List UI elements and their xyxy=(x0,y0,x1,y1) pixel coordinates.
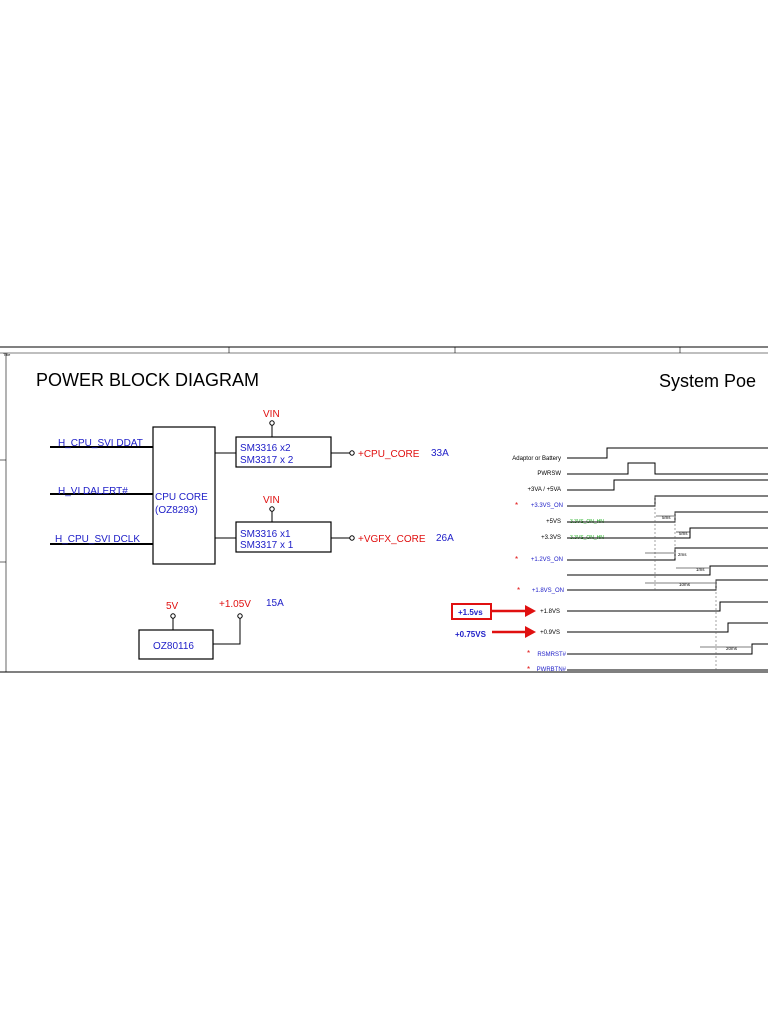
input-label-vi-dalert: H_VI DALERT# xyxy=(58,486,128,497)
sheet-tiny-label: Title xyxy=(3,352,11,357)
signal-label-3va-5va: +3VA / +5VA xyxy=(528,487,561,493)
timing-2ms: 2ms xyxy=(678,552,687,557)
timing-labels: 5ms 5ms 2ms 1ms 10ms 20ms xyxy=(662,515,738,651)
signal-label-1v8vs-on: +1.8VS_ON xyxy=(532,588,564,594)
signal-label-0v9vs: +0.9VS xyxy=(540,630,560,636)
wave-1v2vs-on xyxy=(567,547,768,561)
star-1v8vs-on: * xyxy=(517,586,520,595)
reg1-vin-label: VIN xyxy=(263,409,280,420)
oz-out-label: +1.05V xyxy=(219,599,251,610)
timing-arrows xyxy=(645,515,751,648)
timing-5ms-a: 5ms xyxy=(662,515,671,520)
wave-3v3vs xyxy=(567,527,768,539)
signal-label-3v3vs-on: +3.3VS_ON xyxy=(531,503,563,509)
sheet-frame xyxy=(0,346,768,673)
star-rsmrst: * xyxy=(527,649,530,658)
right-title: System Poe xyxy=(659,371,756,391)
oz-out-node xyxy=(237,613,243,619)
reg2-out-node xyxy=(349,535,355,541)
left-title: POWER BLOCK DIAGRAM xyxy=(36,370,259,390)
wave-1v8vs-on xyxy=(567,579,768,591)
oz-out-wire xyxy=(213,618,241,645)
waveforms xyxy=(567,447,768,671)
signal-label-1v2vs-on: +1.2VS_ON xyxy=(531,557,563,563)
callout-arrows xyxy=(492,605,536,638)
wave-pwrsw xyxy=(567,462,768,475)
input-lines xyxy=(50,446,153,545)
signal-label-5vs: +5VS xyxy=(546,519,561,525)
reg2-line1: SM3316 x1 xyxy=(240,529,291,540)
callout-0v75vs: +0.75VS xyxy=(455,630,487,639)
wave-3va5va xyxy=(567,479,768,491)
signal-labels: Adaptor or Battery PWRSW +3VA / +5VA +3.… xyxy=(512,456,566,673)
reg2-out-label: +VGFX_CORE xyxy=(358,534,426,545)
wave-1v8vs xyxy=(567,601,768,612)
reg1-box xyxy=(235,436,332,468)
timing-5ms-b: 5ms xyxy=(679,531,688,536)
cpu-to-reg-lines xyxy=(215,452,236,539)
timing-1ms: 1ms xyxy=(696,567,705,572)
oz-amp: 15A xyxy=(266,598,284,609)
star-pwrbtn: * xyxy=(527,665,530,674)
wave-1v2vs xyxy=(567,565,768,576)
reg1-out-node xyxy=(349,450,355,456)
signal-stars: * * * * * xyxy=(515,501,530,674)
signal-label-3v3vs: +3.3VS xyxy=(541,535,561,541)
reg1-line2: SM3317 x 2 xyxy=(240,455,294,466)
reg1-vin-node xyxy=(269,420,275,426)
wave-adaptor xyxy=(567,447,768,459)
reg1-out-label: +CPU_CORE xyxy=(358,449,420,460)
signal-label-pwrsw: PWRSW xyxy=(537,471,561,477)
star-3v3vs-on: * xyxy=(515,501,518,510)
wave-0v9vs xyxy=(567,622,768,633)
reg1-amp: 33A xyxy=(431,448,449,459)
reg2-vin-node xyxy=(269,506,275,512)
reg2-amp: 26A xyxy=(436,533,454,544)
input-label-svi-dclk: H_CPU_SVI DCLK xyxy=(55,534,140,545)
timing-10ms: 10ms xyxy=(679,582,691,587)
cpu-core-label: CPU CORE xyxy=(155,492,208,503)
input-label-svi-ddat: H_CPU_SVI DDAT xyxy=(58,438,143,449)
reg2-box xyxy=(235,521,332,553)
signal-label-rsmrst: RSMRST# xyxy=(537,652,566,658)
oz-in-node xyxy=(170,613,176,619)
signal-label-1v8vs: +1.8VS xyxy=(540,609,560,615)
wave-3v3vs-on xyxy=(567,495,768,507)
signal-label-adaptor: Adaptor or Battery xyxy=(512,456,561,462)
reg2-line2: SM3317 x 1 xyxy=(240,540,294,551)
wave-rsmrst xyxy=(567,643,768,655)
signal-label-pwrbtn: PWRBTN# xyxy=(537,667,567,673)
timing-20ms: 20ms xyxy=(726,646,738,651)
callout-box-1v5vs xyxy=(451,603,492,620)
callout-1v5vs: +1.5vs xyxy=(458,608,483,617)
cpu-core-part: (OZ8293) xyxy=(155,505,198,516)
cpu-core-box xyxy=(152,426,216,565)
reg2-vin-label: VIN xyxy=(263,495,280,506)
oz80116-label: OZ80116 xyxy=(153,641,194,652)
reg1-line1: SM3316 x2 xyxy=(240,443,291,454)
timing-guides xyxy=(654,496,717,672)
oz-in-label: 5V xyxy=(166,601,179,612)
star-1v2vs-on: * xyxy=(515,555,518,564)
